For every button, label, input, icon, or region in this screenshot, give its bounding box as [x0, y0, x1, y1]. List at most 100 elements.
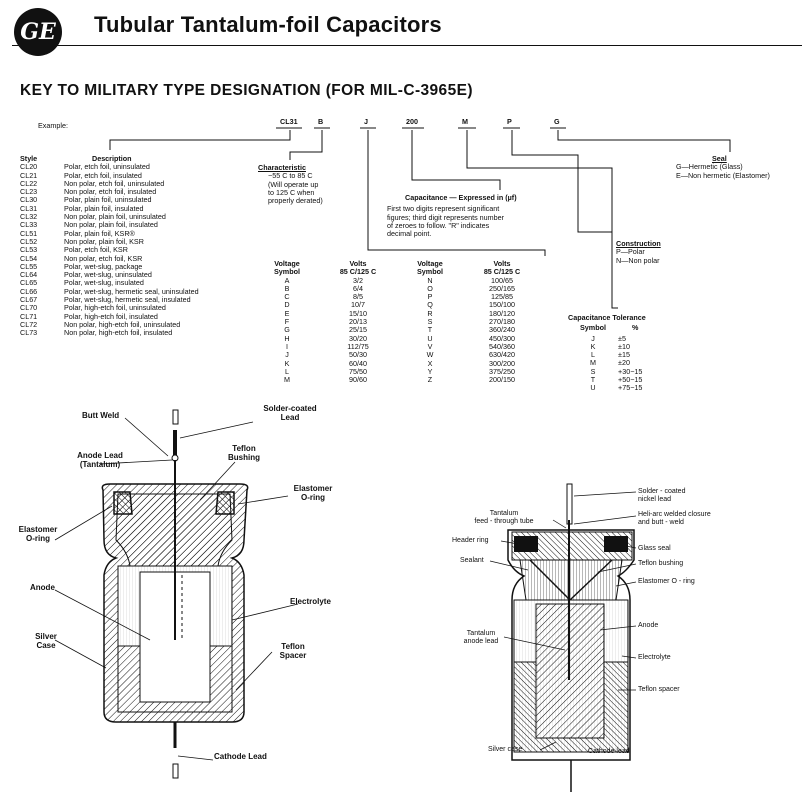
tolerance-value: +30−15 — [618, 366, 643, 376]
style-description: Polar, wet-slug, insulated — [64, 278, 144, 288]
key-title: KEY TO MILITARY TYPE DESIGNATION (FOR MI… — [20, 82, 473, 99]
elastomer-oring-right — [215, 491, 235, 515]
example-label: Example: — [38, 121, 68, 130]
label-teflon-bushing-r: Teflon bushing — [638, 560, 684, 567]
label-line: Teflon — [232, 444, 256, 453]
volts-value: 90/60 — [349, 375, 367, 385]
style-description: Non polar, plain foil, insulated — [64, 220, 158, 230]
tolerance-symbol: L — [591, 350, 595, 360]
seal-line: E—Non hermetic (Elastomer) — [676, 170, 770, 180]
voltage-symbol: E — [284, 308, 290, 318]
style-description: Non polar, etch foil, insulated — [64, 187, 157, 197]
tolerance-row: K±10 — [568, 342, 688, 351]
style-code: CL21 — [20, 170, 38, 180]
voltage-symbol: L — [285, 366, 289, 376]
volts-value: 125/85 — [491, 292, 513, 302]
style-description: Non polar, high-etch foil, insulated — [64, 328, 173, 338]
tolerance-title: Capacitance Tolerance — [568, 313, 646, 322]
label-line: (Tantalum) — [79, 460, 121, 469]
seal-block: Seal G—Hermetic (Glass) E—Non hermetic (… — [676, 154, 801, 180]
voltage-header: Voltage — [417, 259, 443, 268]
capacitance-line: of zeroes to follow. "R" indicates — [387, 220, 490, 230]
example-part-cons: P — [507, 117, 512, 126]
voltage-symbol: D — [284, 300, 290, 310]
voltage-table: Voltage Volts Voltage Volts Symbol 85 C/… — [258, 259, 558, 385]
label-glass-seal: Glass seal — [638, 545, 671, 552]
style-description: Non polar, high-etch foil, uninsulated — [64, 319, 181, 329]
characteristic-title: Characteristic — [258, 163, 306, 172]
label-anode-r: Anode — [638, 622, 659, 629]
label-line: Anode Lead — [77, 451, 123, 460]
label-line: Elastomer — [18, 525, 58, 534]
elastomer-oring-left — [113, 491, 133, 515]
style-description: Polar, etch foil, KSR — [64, 245, 128, 255]
characteristic-line: properly derated) — [268, 196, 323, 206]
example-part-volt: J — [364, 117, 368, 126]
label-line: Tantalum — [489, 510, 519, 517]
style-code: CL31 — [20, 203, 38, 213]
cathode-lead-stub — [172, 763, 179, 779]
label-line: Case — [36, 641, 56, 650]
construction-block: Construction P—Polar N—Non polar — [616, 239, 706, 265]
volts-value: 15/10 — [349, 308, 367, 318]
volts-value: 75/50 — [349, 366, 367, 376]
label-line: O-ring — [26, 534, 50, 543]
style-code: CL67 — [20, 295, 38, 305]
style-description: Non polar, etch foil, uninsulated — [64, 178, 165, 188]
volts-value: 180/120 — [489, 308, 515, 318]
volts-value: 112/75 — [347, 341, 369, 351]
volts-value: 360/240 — [489, 325, 515, 335]
characteristic-line: −55 C to 85 C — [268, 171, 313, 181]
label-line: anode lead — [463, 638, 499, 645]
label-teflon-spacer-r: Teflon spacer — [638, 686, 680, 693]
tolerance-row: L±15 — [568, 350, 688, 360]
voltage-symbol: X — [427, 358, 433, 368]
volts-header: Volts — [493, 259, 511, 268]
volts-value: 200/150 — [489, 375, 515, 385]
volts-value: 20/13 — [349, 317, 367, 327]
volts-value: 8/5 — [353, 292, 363, 302]
volts-value: 10/7 — [351, 300, 365, 310]
voltage-symbol: P — [427, 292, 433, 302]
style-code: CL23 — [20, 187, 38, 197]
label-line: Teflon — [281, 642, 305, 651]
construction-line: N—Non polar — [616, 255, 660, 265]
characteristic-line: (Will operate up — [268, 179, 319, 189]
style-description: Polar, high-etch foil, insulated — [64, 311, 158, 321]
volts-value: 450/300 — [489, 333, 515, 343]
upper-lead-stub — [172, 409, 179, 425]
style-description: Polar, wet-slug, hermetic seal, uninsula… — [64, 286, 199, 296]
volts-value: 30/20 — [349, 333, 367, 343]
style-description: Polar, wet-slug, hermetic seal, insulate… — [64, 295, 191, 305]
teflon-spacer — [117, 645, 233, 713]
voltage-symbol: W — [426, 350, 434, 360]
tolerance-value: ±20 — [618, 358, 630, 368]
voltage-symbol: A — [284, 275, 290, 285]
label-line: Elastomer — [293, 484, 333, 493]
style-code: CL52 — [20, 236, 38, 246]
voltage-symbol: N — [427, 275, 433, 285]
label-cathode-lead-r: Cathode lead — [588, 748, 630, 755]
